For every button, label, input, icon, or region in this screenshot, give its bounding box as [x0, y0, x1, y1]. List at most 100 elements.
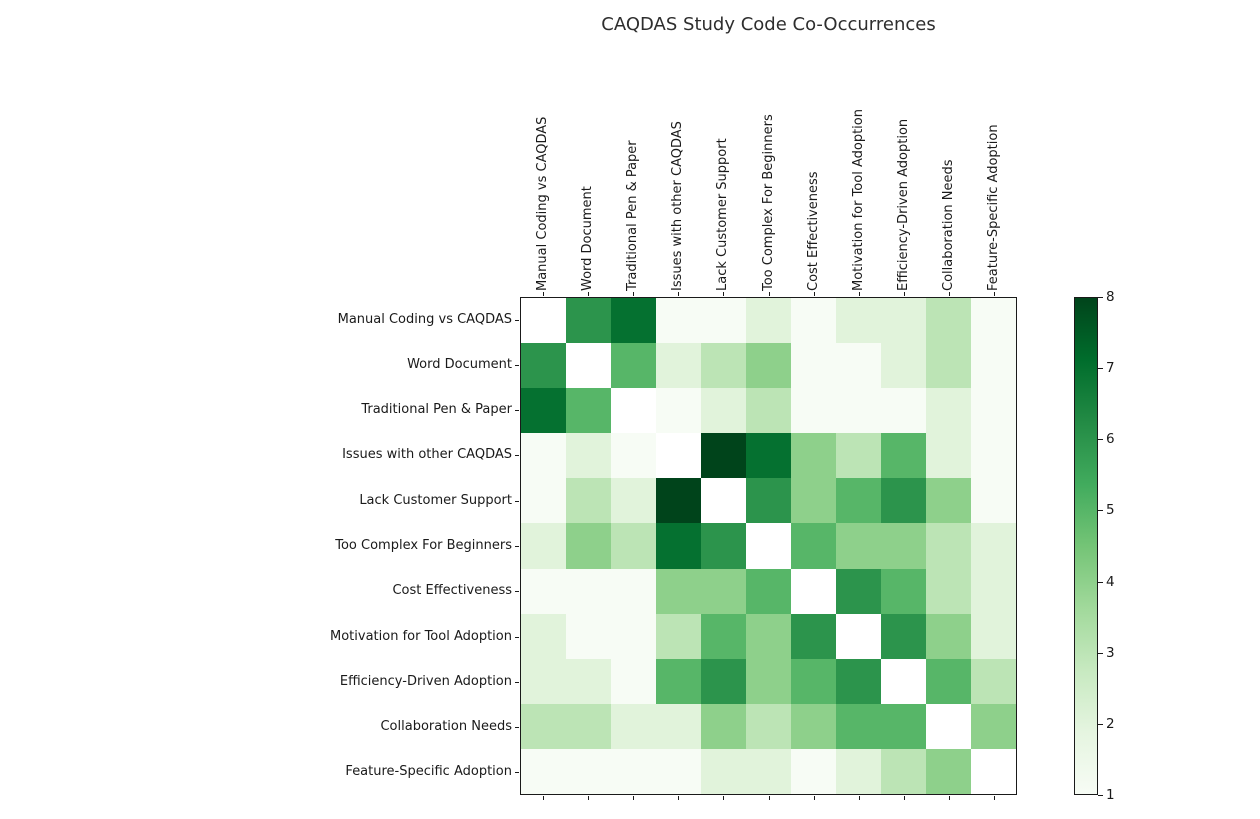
heatmap-cell: [521, 703, 566, 749]
heatmap-cell: [926, 433, 971, 479]
heatmap-cell: [521, 478, 566, 524]
heatmap-cell: [791, 703, 836, 749]
heatmap-cell: [881, 523, 926, 569]
heatmap-cell: [881, 478, 926, 524]
heatmap-cell: [656, 613, 701, 659]
colorbar-tick: [1098, 795, 1103, 796]
heatmap-cell: [971, 478, 1016, 524]
colorbar-tick: [1098, 723, 1103, 725]
heatmap-cell: [791, 298, 836, 344]
column-label: Efficiency-Driven Adoption: [896, 118, 912, 291]
heatmap-cell: [836, 388, 881, 434]
heatmap-cell: [971, 343, 1016, 389]
heatmap-cell: [836, 748, 881, 794]
heatmap-cell: [926, 703, 971, 749]
colorbar-tick: [1098, 297, 1103, 298]
column-label: Collaboration Needs: [941, 159, 957, 291]
heatmap-cell: [881, 703, 926, 749]
heatmap-cell: [521, 658, 566, 704]
heatmap-cell: [656, 388, 701, 434]
heatmap-cell: [701, 748, 746, 794]
heatmap-cell: [926, 523, 971, 569]
heatmap-cell: [971, 658, 1016, 704]
axis-tick: [515, 410, 519, 412]
heatmap-cell: [746, 388, 791, 434]
axis-tick: [949, 292, 951, 296]
heatmap-plot: [520, 297, 1017, 795]
axis-tick: [515, 500, 519, 502]
heatmap-cell: [926, 388, 971, 434]
heatmap-cell: [926, 658, 971, 704]
heatmap-cell: [791, 343, 836, 389]
heatmap-cell: [746, 433, 791, 479]
heatmap-cell: [521, 523, 566, 569]
heatmap-cell: [701, 523, 746, 569]
heatmap-cell: [746, 613, 791, 659]
heatmap-cell: [656, 433, 701, 479]
heatmap-cell: [656, 568, 701, 614]
heatmap-cell: [791, 433, 836, 479]
axis-tick: [994, 292, 996, 296]
heatmap-cell: [566, 478, 611, 524]
axis-tick: [678, 796, 680, 800]
axis-tick: [768, 292, 770, 296]
axis-tick: [813, 796, 815, 800]
axis-tick: [858, 796, 860, 800]
heatmap-cell: [836, 343, 881, 389]
heatmap-cell: [746, 523, 791, 569]
axis-tick: [994, 796, 996, 800]
heatmap-cell: [746, 568, 791, 614]
heatmap-cell: [611, 343, 656, 389]
axis-tick: [632, 292, 634, 296]
heatmap-cell: [701, 613, 746, 659]
row-label: Word Document: [407, 356, 512, 372]
heatmap-cell: [701, 343, 746, 389]
heatmap-cell: [611, 388, 656, 434]
heatmap-cell: [746, 478, 791, 524]
heatmap-cell: [971, 523, 1016, 569]
column-label: Traditional Pen & Paper: [624, 140, 640, 291]
heatmap-cell: [791, 568, 836, 614]
heatmap-cell: [926, 568, 971, 614]
heatmap-cell: [521, 613, 566, 659]
axis-tick: [678, 292, 680, 296]
heatmap-cell: [746, 703, 791, 749]
heatmap-cell: [971, 433, 1016, 479]
heatmap-cell: [881, 658, 926, 704]
heatmap-cell: [836, 433, 881, 479]
axis-tick: [515, 319, 519, 321]
heatmap-cell: [521, 433, 566, 479]
heatmap-cell: [611, 523, 656, 569]
heatmap-cell: [881, 343, 926, 389]
heatmap-cell: [791, 388, 836, 434]
colorbar-tick: [1098, 581, 1103, 583]
colorbar-tick: [1098, 439, 1103, 441]
heatmap-cell: [881, 613, 926, 659]
column-label: Cost Effectiveness: [805, 171, 821, 291]
heatmap-cell: [521, 568, 566, 614]
heatmap-cell: [971, 388, 1016, 434]
heatmap-cell: [971, 298, 1016, 344]
axis-tick: [515, 681, 519, 683]
heatmap-cell: [701, 298, 746, 344]
axis-tick: [515, 772, 519, 774]
heatmap-cell: [566, 433, 611, 479]
heatmap-cell: [566, 658, 611, 704]
heatmap-cell: [656, 703, 701, 749]
heatmap-cell: [926, 298, 971, 344]
heatmap-cell: [611, 613, 656, 659]
heatmap-cell: [791, 748, 836, 794]
heatmap-cell: [836, 658, 881, 704]
heatmap-cell: [611, 478, 656, 524]
heatmap-cell: [566, 613, 611, 659]
heatmap-cell: [791, 658, 836, 704]
colorbar-tick-label: 4: [1106, 573, 1115, 590]
heatmap-cell: [656, 658, 701, 704]
axis-tick: [587, 796, 589, 800]
heatmap-cell: [566, 343, 611, 389]
heatmap-cell: [566, 298, 611, 344]
heatmap-cell: [971, 748, 1016, 794]
row-label: Too Complex For Beginners: [335, 538, 512, 553]
row-label: Feature-Specific Adoption: [345, 764, 512, 780]
